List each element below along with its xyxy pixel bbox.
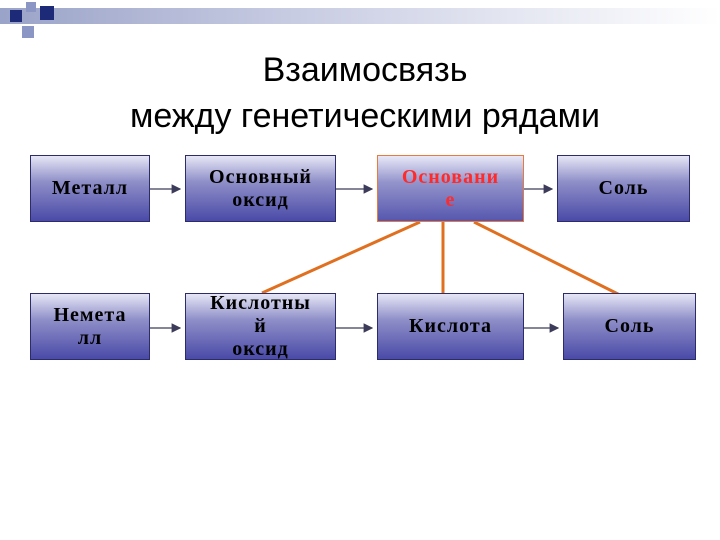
box-acid-oxide-line2: й <box>254 315 267 337</box>
link-base-to-acid-oxide <box>261 220 421 295</box>
box-acid-oxide-line3: оксид <box>232 338 289 360</box>
box-salt-metal-row: Соль <box>557 155 690 222</box>
box-metal: Металл <box>30 155 150 222</box>
box-salt-nonmetal-row: Соль <box>563 293 696 360</box>
decor-square <box>10 10 22 22</box>
box-basic-oxide-line1: Основный <box>209 165 312 188</box>
decor-square <box>26 2 36 12</box>
box-nonmetal: Немета лл <box>30 293 150 360</box>
box-basic-oxide-line2: оксид <box>232 188 289 211</box>
box-salt-metal-row-label: Соль <box>598 177 649 199</box>
box-base: Основани е <box>377 155 524 222</box>
box-base-line1: Основани <box>401 165 500 188</box>
header-band <box>0 8 720 24</box>
slide-title-line1: Взаимосвязь <box>262 51 468 89</box>
box-base-line2: е <box>445 188 456 211</box>
box-nonmetal-line1: Немета <box>53 303 127 326</box>
decor-square <box>22 26 34 38</box>
box-metal-label: Металл <box>51 177 129 199</box>
box-salt-nonmetal-row-label: Соль <box>604 315 655 337</box>
box-nonmetal-line2: лл <box>77 326 103 349</box>
box-acid: Кислота <box>377 293 524 360</box>
decor-square <box>40 6 54 20</box>
link-base-to-salt <box>473 220 621 297</box>
slide-title-line2: между генетическими рядами <box>130 97 600 135</box>
box-basic-oxide: Основный оксид <box>185 155 336 222</box>
box-acid-oxide-line1: Кислотны <box>210 292 311 314</box>
box-acid-label: Кислота <box>409 315 492 337</box>
box-acid-oxide: Кислотны й оксид <box>185 292 336 360</box>
